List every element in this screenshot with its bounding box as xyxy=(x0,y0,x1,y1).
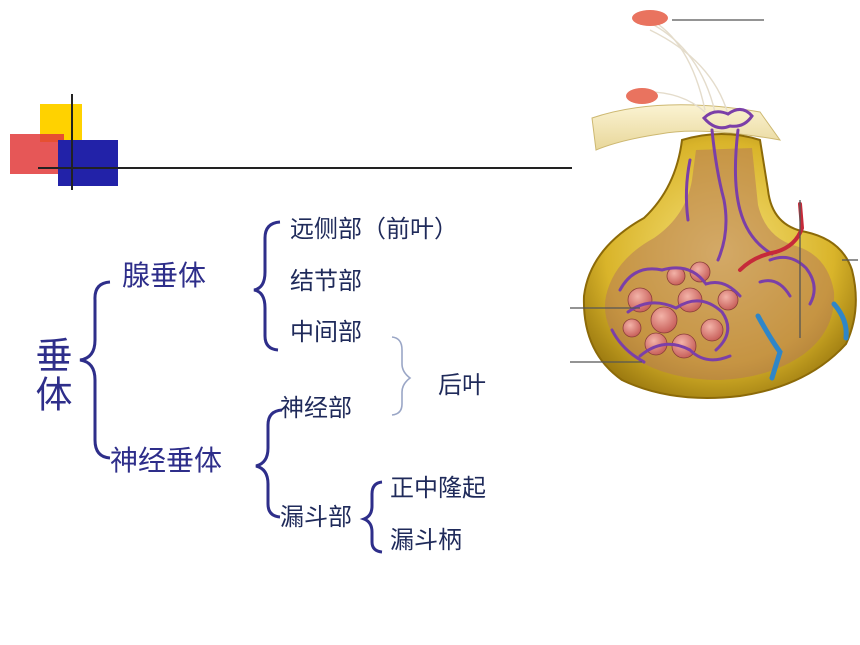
neurohypophysis-label: 神经垂体 xyxy=(110,444,223,477)
posterior-lobe-brace xyxy=(391,336,412,416)
infundibulum-brace xyxy=(359,480,383,554)
posterior-lobe-label: 后叶 xyxy=(438,371,486,399)
median-eminence-label: 正中隆起 xyxy=(390,474,486,502)
neuro-brace xyxy=(255,408,283,519)
portal-vessels xyxy=(610,108,816,364)
hypophyseal-artery xyxy=(738,202,805,272)
infundibulum-label: 漏斗部 xyxy=(280,503,352,531)
pars-nervosa-label: 神经部 xyxy=(280,394,352,422)
root-brace xyxy=(79,280,111,460)
neuron-clusters xyxy=(626,10,668,104)
pars-intermedia-label: 中间部 xyxy=(290,318,362,346)
deco-blue-square xyxy=(58,140,118,186)
hypophyseal-veins xyxy=(755,301,849,381)
leader-lines xyxy=(570,19,858,363)
infundibular-stalk-label: 漏斗柄 xyxy=(390,526,462,554)
pars-tuberalis-label: 结节部 xyxy=(290,267,362,295)
root-label: 垂体 xyxy=(29,336,72,414)
adenohypophysis-label: 腺垂体 xyxy=(122,259,207,292)
pars-distalis-label: 远侧部（前叶） xyxy=(290,215,458,243)
adeno-brace xyxy=(253,220,281,352)
